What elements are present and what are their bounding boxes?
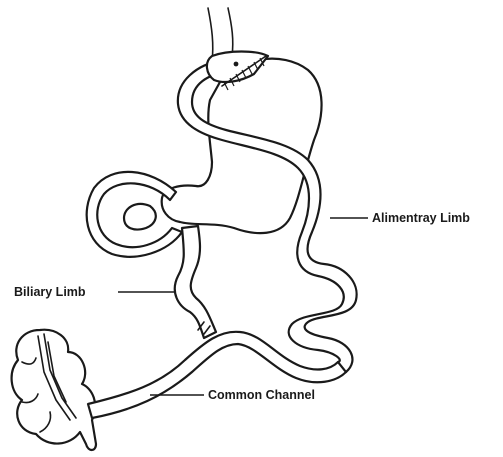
common-channel-label: Common Channel <box>208 388 315 402</box>
alimentary-limb-label: Alimentray Limb <box>372 211 470 225</box>
biliary-limb <box>175 226 216 338</box>
anastomosis-mark <box>234 62 239 67</box>
biliary-limb-label: Biliary Limb <box>14 285 86 299</box>
colon <box>12 330 96 450</box>
